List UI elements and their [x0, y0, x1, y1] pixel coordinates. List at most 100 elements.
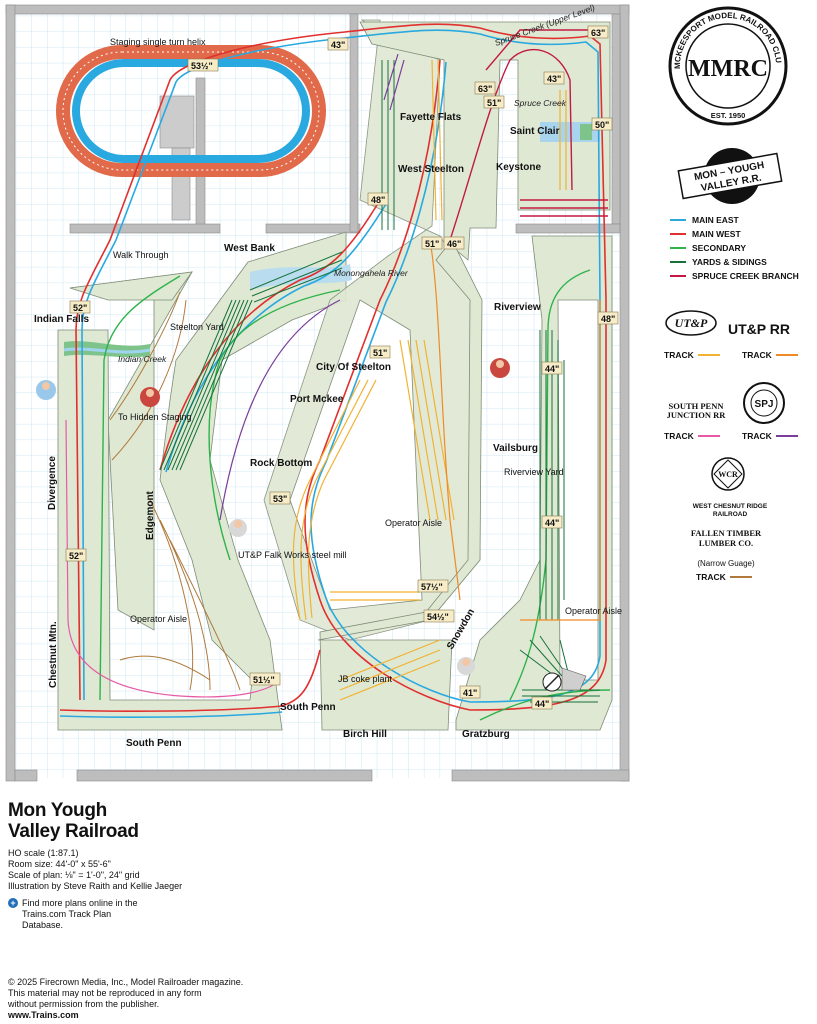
- fallen-timber-track-key: TRACK: [696, 572, 752, 582]
- height-tag: 41": [459, 685, 481, 699]
- svg-text:54½": 54½": [427, 612, 449, 622]
- height-tag: 43": [327, 37, 349, 51]
- label-port-mckee: Port Mckee: [290, 394, 344, 405]
- height-tag: 52": [69, 300, 91, 314]
- svg-text:63": 63": [591, 28, 605, 38]
- club-logo: MCKEESPORT MODEL RAILROAD CLUB MMRC EST.…: [666, 2, 788, 126]
- steel-city-track-key: TRACK: [742, 431, 798, 441]
- plus-circle-icon: +: [8, 898, 18, 908]
- label-riverview-yard: Riverview Yard: [504, 467, 564, 477]
- height-tag: 51": [483, 95, 505, 109]
- fallen-timber-track: [109, 291, 241, 691]
- height-tag: 48": [367, 192, 389, 206]
- label-saint-clair: Saint Clair: [510, 126, 560, 137]
- height-tag: 43": [543, 71, 565, 85]
- mon-yough-logo: MON – YOUGH VALLEY R.R.: [677, 148, 783, 204]
- utp-track-key: TRACK: [664, 350, 720, 360]
- copyright-block: © 2025 Firecrown Media, Inc., Model Rail…: [8, 977, 328, 1021]
- label-utp-falk: UT&P Falk Works steel mill: [238, 550, 347, 560]
- svg-text:48": 48": [601, 314, 615, 324]
- height-tags: 43" 53½" 63" 63" 43" 51" 50" 48" 51" 46"…: [65, 25, 619, 710]
- label-walk-through: Walk Through: [113, 250, 169, 260]
- label-operator-aisle-right: Operator Aisle: [565, 606, 622, 616]
- label-divergence: Divergence: [47, 456, 58, 510]
- turntable: [542, 667, 587, 692]
- height-tag: 54½": [423, 609, 455, 623]
- height-tag: 44": [541, 361, 563, 375]
- height-tag: 51": [369, 345, 391, 359]
- height-tag: 51": [421, 236, 443, 250]
- info-scale: HO scale (1:87.1): [8, 848, 79, 858]
- label-edgemont: Edgemont: [145, 490, 156, 540]
- operator-icon: [457, 657, 475, 675]
- height-tag: 50": [591, 117, 613, 131]
- spruce-creek-branch: [449, 29, 608, 241]
- wcr-name: WEST CHESNUT RIDGE RAILROAD: [692, 503, 768, 518]
- legend-panel: MCKEESPORT MODEL RAILROAD CLUB MMRC EST.…: [664, 0, 817, 600]
- height-tag: 44": [531, 696, 553, 710]
- label-monongahela-river: Monongahela River: [334, 268, 409, 278]
- height-tag: 51½": [249, 672, 281, 686]
- spj-track: [65, 419, 281, 698]
- info-plan-scale: Scale of plan: ⅛" = 1'-0", 24" grid: [8, 870, 140, 880]
- svg-text:46": 46": [447, 239, 461, 249]
- more-plans-link[interactable]: + Find more plans online in the Trains.c…: [8, 898, 308, 931]
- utp-rr-track-key: TRACK: [742, 350, 798, 360]
- svg-text:51½": 51½": [253, 675, 275, 685]
- label-gratzburg: Gratzburg: [462, 729, 510, 740]
- title-line-2: Valley Railroad: [8, 821, 139, 842]
- label-staging-helix: Staging single turn helix: [110, 37, 206, 47]
- svg-text:SPJ: SPJ: [755, 399, 774, 410]
- svg-text:43": 43": [547, 74, 561, 84]
- svg-text:44": 44": [545, 518, 559, 528]
- height-tag: 57½": [417, 579, 449, 593]
- utp-rr-name: UT&P RR: [728, 321, 790, 337]
- more-plans-text: Find more plans online in the Trains.com…: [22, 898, 138, 930]
- svg-text:44": 44": [545, 364, 559, 374]
- operator-icon: [490, 358, 510, 378]
- svg-text:52": 52": [73, 303, 87, 313]
- svg-text:51": 51": [373, 348, 387, 358]
- label-jb-coke: JB coke plant: [338, 674, 393, 684]
- legend-spruce-creek: SPRUCE CREEK BRANCH: [670, 271, 799, 281]
- utp-logo: UT&P: [665, 310, 717, 336]
- label-city-of-steelton: City Of Steelton: [316, 362, 391, 373]
- svg-text:50": 50": [595, 120, 609, 130]
- svg-text:53½": 53½": [191, 61, 213, 71]
- svg-text:52": 52": [69, 551, 83, 561]
- room-walls: [5, 4, 630, 782]
- svg-text:53": 53": [273, 494, 287, 504]
- label-west-bank: West Bank: [224, 243, 275, 254]
- legend-yards: YARDS & SIDINGS: [670, 257, 767, 267]
- height-tag: 63": [474, 81, 496, 95]
- svg-text:UT&P: UT&P: [675, 316, 708, 330]
- club-monogram: MMRC: [688, 56, 768, 82]
- svg-text:63": 63": [478, 84, 492, 94]
- label-west-steelton: West Steelton: [398, 164, 464, 175]
- utp-rr-track: [429, 239, 601, 621]
- fallen-timber-name: FALLEN TIMBER LUMBER CO.: [690, 528, 762, 548]
- svg-text:51": 51": [487, 98, 501, 108]
- label-south-penn-right: South Penn: [280, 702, 336, 713]
- spj-name: SOUTH PENN JUNCTION RR: [666, 401, 726, 420]
- height-tag: 48": [597, 311, 619, 325]
- label-indian-falls: Indian Falls: [34, 314, 89, 325]
- trains-url-link[interactable]: www.Trains.com: [8, 1010, 79, 1020]
- svg-text:WCR: WCR: [718, 470, 738, 479]
- svg-text:48": 48": [371, 195, 385, 205]
- copyright-line: © 2025 Firecrown Media, Inc., Model Rail…: [8, 977, 244, 987]
- height-tag: 46": [443, 236, 465, 250]
- info-credits: Illustration by Steve Raith and Kellie J…: [8, 881, 183, 891]
- svg-text:57½": 57½": [421, 582, 443, 592]
- steel-city-track: [219, 53, 405, 521]
- legend-main-west: MAIN WEST: [670, 229, 741, 239]
- title-line-1: Mon Yough: [8, 800, 107, 821]
- utp-track: [292, 59, 567, 701]
- label-rock-bottom: Rock Bottom: [250, 458, 312, 469]
- legend-main-east: MAIN EAST: [670, 215, 739, 225]
- label-fayette-flats: Fayette Flats: [400, 112, 462, 123]
- copyright-line: without permission from the publisher.: [8, 999, 160, 1009]
- legend-secondary: SECONDARY: [670, 243, 746, 253]
- label-operator-aisle-left: Operator Aisle: [130, 614, 187, 624]
- narrow-gauge-note: (Narrow Guage): [697, 559, 755, 568]
